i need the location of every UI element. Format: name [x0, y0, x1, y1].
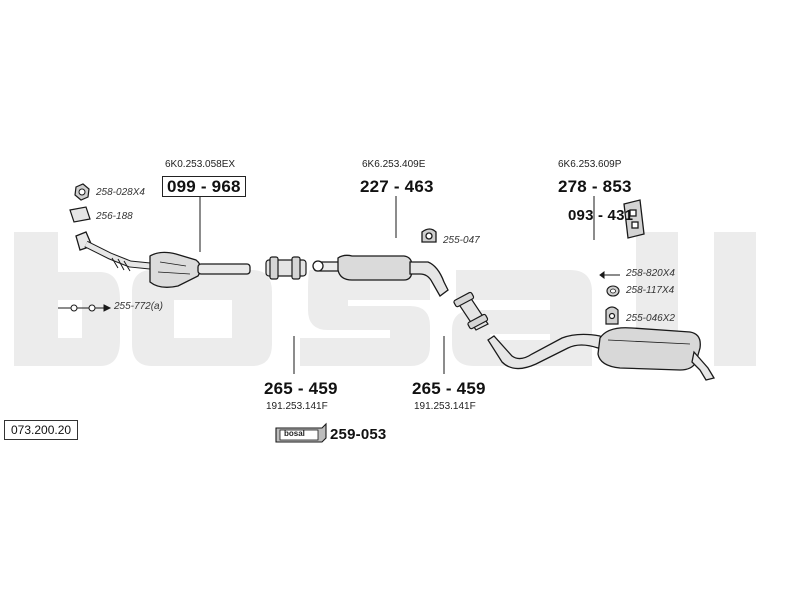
clamp-left-oem-number: 191.253.141F — [266, 401, 328, 412]
catalyst-part-number: 099 - 968 — [162, 176, 246, 197]
clamp-left-part-number: 265 - 459 — [264, 379, 338, 398]
hanger-mid-icon — [421, 228, 437, 243]
clamp-right-part-number: 265 - 459 — [412, 379, 486, 398]
rear-silencer — [487, 327, 716, 381]
watermark-logo — [14, 232, 756, 366]
bracket-icon — [623, 199, 645, 239]
nut-icon — [74, 183, 90, 201]
rear-part-number: 278 - 853 — [558, 177, 632, 196]
middle-oem-number: 6K6.253.409E — [362, 159, 426, 170]
bolt-kit-icon — [58, 304, 112, 312]
gasket-icon — [69, 206, 91, 223]
washer-rear-icon — [606, 285, 620, 297]
bolt-kit-part-label: 255-772(a) — [114, 301, 163, 312]
clamp-right — [453, 291, 489, 331]
paste-box-text: bosal — [284, 429, 305, 438]
catalytic-converter — [75, 231, 251, 288]
hanger-rear-part-label: 255-046X2 — [626, 313, 675, 324]
diagram-reference-number: 073.200.20 — [4, 420, 79, 440]
middle-part-number: 227 - 463 — [360, 177, 434, 196]
catalyst-oem-number: 6K0.253.058EX — [165, 159, 236, 170]
hanger-mid-part-label: 255-047 — [443, 235, 480, 246]
bolt-rear-part-label: 258-820X4 — [626, 268, 675, 279]
bracket-part-number: 093 - 431 — [568, 207, 634, 224]
bolt-rear-icon — [599, 271, 620, 279]
washer-rear-part-label: 258-117X4 — [626, 285, 675, 296]
paste-part-number: 259-053 — [330, 426, 387, 443]
hanger-rear-icon — [605, 306, 619, 325]
clamp-right-oem-number: 191.253.141F — [414, 401, 476, 412]
gasket-part-label: 256-188 — [96, 211, 133, 222]
nut-part-label: 258-028X4 — [96, 187, 145, 198]
clamp-left — [265, 256, 307, 280]
middle-silencer — [312, 254, 449, 297]
paste-box-icon — [275, 422, 327, 443]
rear-oem-number: 6K6.253.609P — [558, 159, 622, 170]
